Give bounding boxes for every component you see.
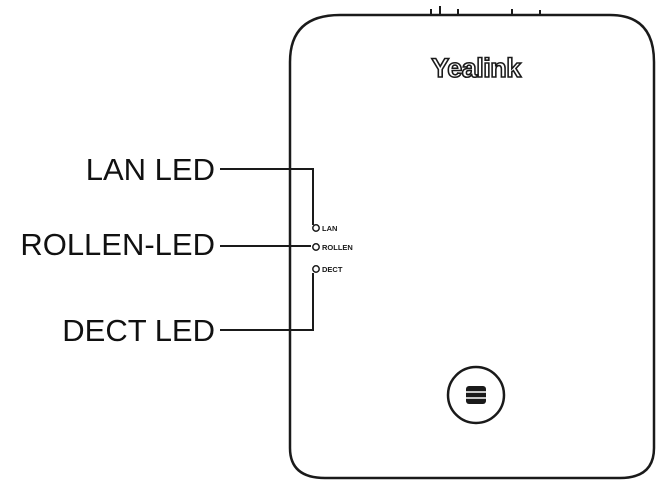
led-lan-text: LAN [322, 224, 337, 233]
led-rollen: ROLLEN [312, 243, 353, 252]
led-rollen-text: ROLLEN [322, 243, 353, 252]
menu-lines-icon [466, 386, 486, 404]
leader-line-lan [220, 168, 314, 225]
led-dect-dot [312, 265, 320, 273]
callout-label-lan: LAN LED [85, 152, 215, 187]
leader-lines [220, 168, 314, 331]
leader-line-dect [220, 273, 314, 331]
callout-label-rollen: ROLLEN-LED [20, 227, 215, 262]
device-body [288, 13, 656, 480]
led-lan: LAN [312, 224, 337, 233]
antenna-marks [430, 6, 541, 15]
led-lan-dot [312, 224, 320, 232]
brand-logo: Yealink [431, 53, 522, 83]
page-button[interactable] [446, 365, 506, 425]
led-dect: DECT [312, 265, 343, 274]
led-dect-text: DECT [322, 265, 343, 274]
led-rollen-dot [312, 243, 320, 251]
callout-label-dect: DECT LED [62, 313, 215, 348]
